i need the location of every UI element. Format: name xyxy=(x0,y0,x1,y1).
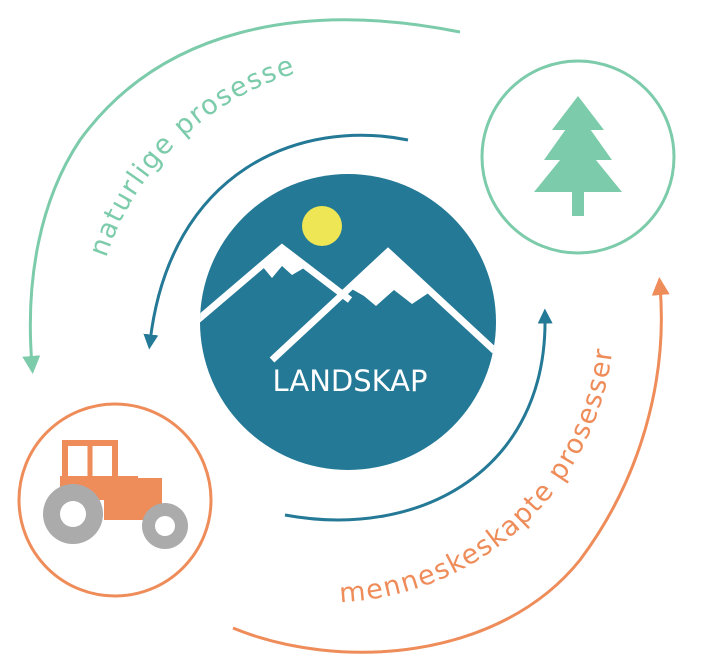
tree-node xyxy=(480,59,676,255)
pine-tree-icon xyxy=(534,96,622,216)
mountains-with-sun-icon xyxy=(200,206,496,368)
inner-arrow-left xyxy=(143,133,409,350)
tractor-node xyxy=(17,402,213,598)
inner-arrow-right xyxy=(284,308,553,522)
landscape-node: LANDSKAP xyxy=(200,174,496,470)
landscape-label: LANDSKAP xyxy=(273,364,428,398)
human-process-arrow xyxy=(232,277,670,654)
tractor-icon xyxy=(43,440,188,549)
natural-process-arrow xyxy=(22,18,461,374)
sun-icon xyxy=(302,206,342,246)
